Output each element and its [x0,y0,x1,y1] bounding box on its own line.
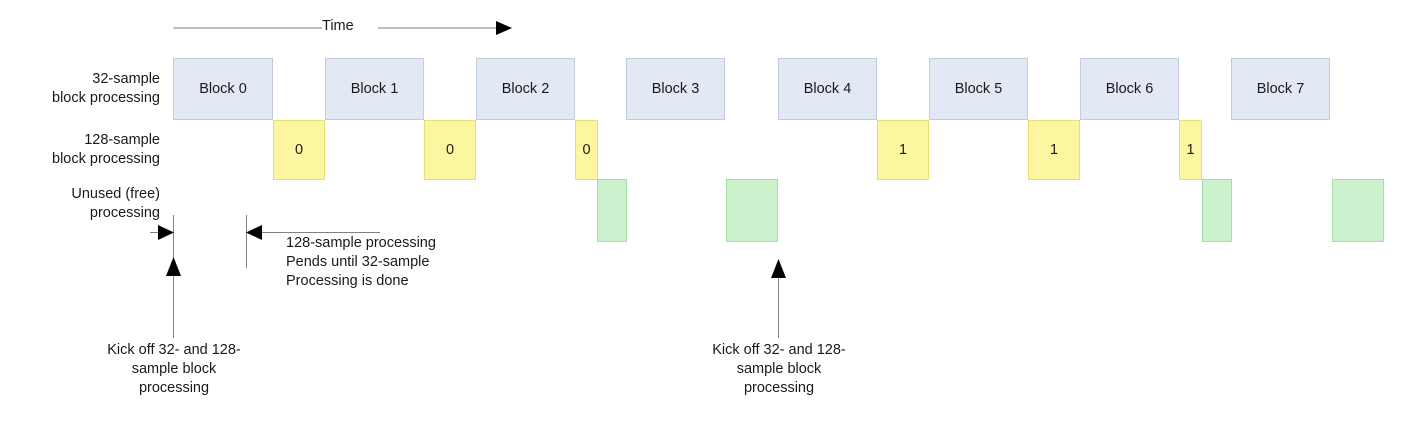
block-128-2[interactable]: 0 [575,120,598,180]
block-free-3[interactable] [1332,179,1384,242]
dim-arrow-right-icon [158,225,174,240]
block-32-2[interactable]: Block 2 [476,58,575,120]
kickoff-arrow-up-icon-2 [771,259,786,278]
time-axis-arrow-icon [173,21,512,35]
annotation-pend-note: 128-sample processing Pends until 32-sam… [286,235,436,289]
block-128-5[interactable]: 1 [1179,120,1202,180]
block-128-1[interactable]: 0 [424,120,476,180]
block-128-3[interactable]: 1 [877,120,929,180]
row-label-unused: Unused (free) processing [71,186,160,221]
time-axis-label: Time [322,18,354,34]
block-free-1[interactable] [726,179,778,242]
kickoff-arrow-up-icon-1 [166,257,181,276]
annotation-kickoff-1: Kick off 32- and 128- sample block proce… [107,342,241,396]
block-32-7[interactable]: Block 7 [1231,58,1330,120]
block-32-1[interactable]: Block 1 [325,58,424,120]
row-label-32-sample: 32-sample block processing [52,71,160,106]
row-label-128-sample: 128-sample block processing [52,132,160,167]
block-free-0[interactable] [597,179,627,242]
block-32-4[interactable]: Block 4 [778,58,877,120]
dim-arrow-left-icon [246,225,262,240]
block-32-3[interactable]: Block 3 [626,58,725,120]
block-32-0[interactable]: Block 0 [173,58,273,120]
annotation-kickoff-2: Kick off 32- and 128- sample block proce… [712,342,846,396]
block-128-0[interactable]: 0 [273,120,325,180]
block-32-6[interactable]: Block 6 [1080,58,1179,120]
block-free-2[interactable] [1202,179,1232,242]
block-32-5[interactable]: Block 5 [929,58,1028,120]
block-128-4[interactable]: 1 [1028,120,1080,180]
